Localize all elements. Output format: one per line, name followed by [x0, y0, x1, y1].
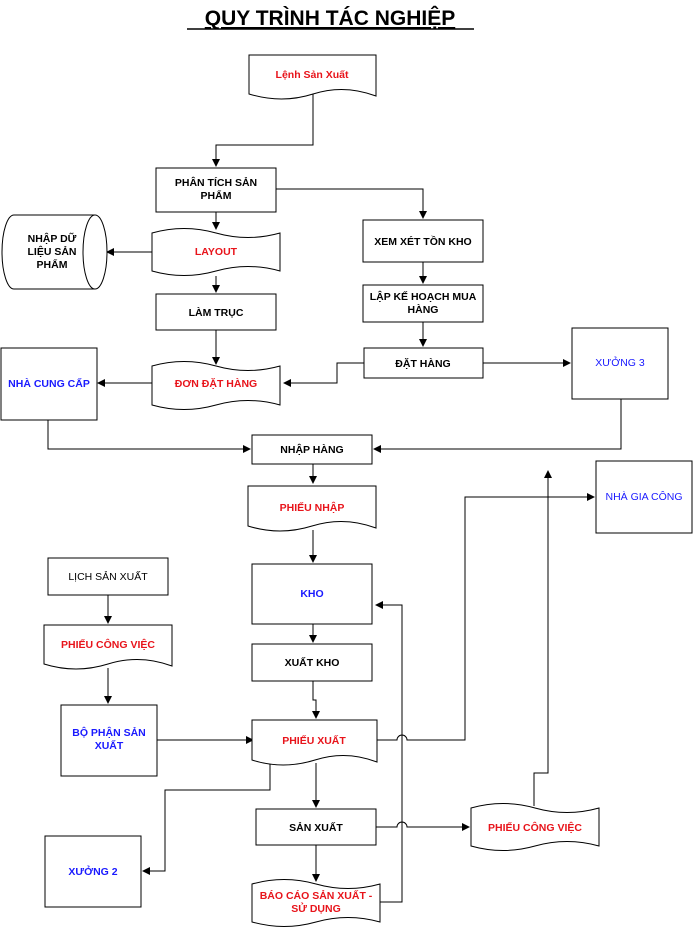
- node-don-dat-hang: ĐƠN ĐẶT HÀNG: [151, 361, 281, 410]
- arrow-phieuxuat-to-xuong2: [142, 763, 271, 875]
- connectors: [47, 94, 622, 903]
- node-phieu-xuat: PHIẾU XUẤT: [251, 719, 378, 766]
- node-label: BỘ PHẬN SẢN: [72, 726, 146, 739]
- node-label: XƯỞNG 2: [68, 865, 117, 878]
- node-label: LAYOUT: [195, 246, 238, 258]
- node-bo-phan-san-xuat: BỘ PHẬN SẢN XUẤT: [60, 704, 158, 777]
- node-label: SỬ DỤNG: [291, 902, 341, 915]
- node-phieu-cong-viec-left: PHIẾU CÔNG VIỆC: [43, 624, 173, 670]
- arrow-phieuxuat-to-nhagiacong: [377, 493, 595, 741]
- arrow-lenh-to-phantich: [212, 94, 314, 167]
- node-nha-gia-cong: NHÀ GIA CÔNG: [595, 460, 693, 534]
- page-title: QUY TRÌNH TÁC NGHIỆP: [205, 6, 455, 30]
- node-label: LẬP KẾ HOẠCH MUA: [370, 290, 477, 303]
- node-xuong-2: XƯỞNG 2: [44, 835, 142, 908]
- node-label: XUẤT: [95, 739, 124, 752]
- node-label: NHÀ GIA CÔNG: [605, 490, 682, 503]
- node-label: XƯỞNG 3: [595, 356, 645, 369]
- node-label: PHIẾU CÔNG VIỆC: [488, 821, 582, 834]
- node-label: XEM XÉT TỒN KHO: [374, 235, 471, 248]
- node-lenh-san-xuat: Lệnh Sản Xuất: [248, 54, 377, 100]
- node-xuong-3: XƯỞNG 3: [571, 327, 669, 400]
- node-label: ĐƠN ĐẶT HÀNG: [175, 377, 257, 390]
- node-layout: LAYOUT: [151, 228, 281, 276]
- node-nha-cung-cap: NHÀ CUNG CẤP: [0, 347, 98, 421]
- arrow-phieucongviec-to-nhagiacong: [533, 470, 552, 806]
- arrow-dathang-to-dondathang: [283, 362, 364, 387]
- arrow-nhacungcap-to-nhaphang: [47, 420, 251, 453]
- arrow-baocao-to-kho: [375, 601, 403, 903]
- node-label: XUẤT KHO: [285, 656, 340, 669]
- node-label: Lệnh Sản Xuất: [276, 69, 349, 81]
- node-lich-san-xuat: LỊCH SẢN XUẤT: [47, 557, 169, 596]
- node-kho: KHO: [251, 563, 373, 625]
- node-label: SẢN XUẤT: [289, 821, 343, 834]
- node-bao-cao-san-xuat: BÁO CÁO SẢN XUẤT - SỬ DỤNG: [251, 879, 381, 927]
- node-xem-xet-ton-kho: XEM XÉT TỒN KHO: [362, 219, 484, 263]
- node-label: ĐẶT HÀNG: [395, 357, 450, 370]
- node-label: PHẨM: [37, 258, 68, 271]
- node-label: PHIẾU NHẬP: [280, 501, 345, 514]
- node-label: NHẬP DỮ: [28, 232, 77, 245]
- node-dat-hang: ĐẶT HÀNG: [363, 347, 484, 379]
- node-phieu-nhap: PHIẾU NHẬP: [247, 485, 377, 532]
- node-phieu-cong-viec-right: PHIẾU CÔNG VIỆC: [470, 803, 600, 851]
- node-label: PHIẾU XUẤT: [282, 734, 346, 747]
- node-xuat-kho: XUẤT KHO: [251, 643, 373, 682]
- node-san-xuat: SẢN XUẤT: [255, 808, 377, 846]
- node-phan-tich-san-pham: PHÂN TÍCH SẢN PHẨM: [155, 167, 277, 213]
- node-label: LỊCH SẢN XUẤT: [68, 570, 148, 583]
- node-nhap-hang: NHẬP HÀNG: [251, 434, 373, 465]
- node-label: NHẬP HÀNG: [280, 443, 343, 456]
- node-lap-ke-hoach-mua-hang: LẬP KẾ HOẠCH MUA HÀNG: [362, 284, 484, 323]
- node-label: HÀNG: [408, 303, 439, 316]
- node-label: BÁO CÁO SẢN XUẤT -: [260, 889, 373, 902]
- arrow-phantich-to-tonkho: [276, 188, 427, 219]
- node-label: PHÂN TÍCH SẢN: [175, 176, 257, 189]
- node-label: NHÀ CUNG CẤP: [8, 377, 90, 390]
- node-label: PHẨM: [201, 189, 232, 202]
- arrow-xuong3-to-nhaphang: [373, 399, 622, 453]
- arrow-xuatkho-to-phieuxuat: [312, 681, 320, 719]
- node-label: PHIẾU CÔNG VIỆC: [61, 638, 155, 651]
- node-label: LIỆU SẢN: [27, 245, 76, 258]
- node-nhap-du-lieu-san-pham: NHẬP DỮ LIỆU SẢN PHẨM: [1, 214, 108, 290]
- node-lam-truc: LÀM TRỤC: [155, 293, 277, 331]
- arrow-sanxuat-to-phieucongviec: [376, 821, 470, 831]
- node-label: LÀM TRỤC: [189, 306, 244, 319]
- node-label: KHO: [300, 588, 323, 600]
